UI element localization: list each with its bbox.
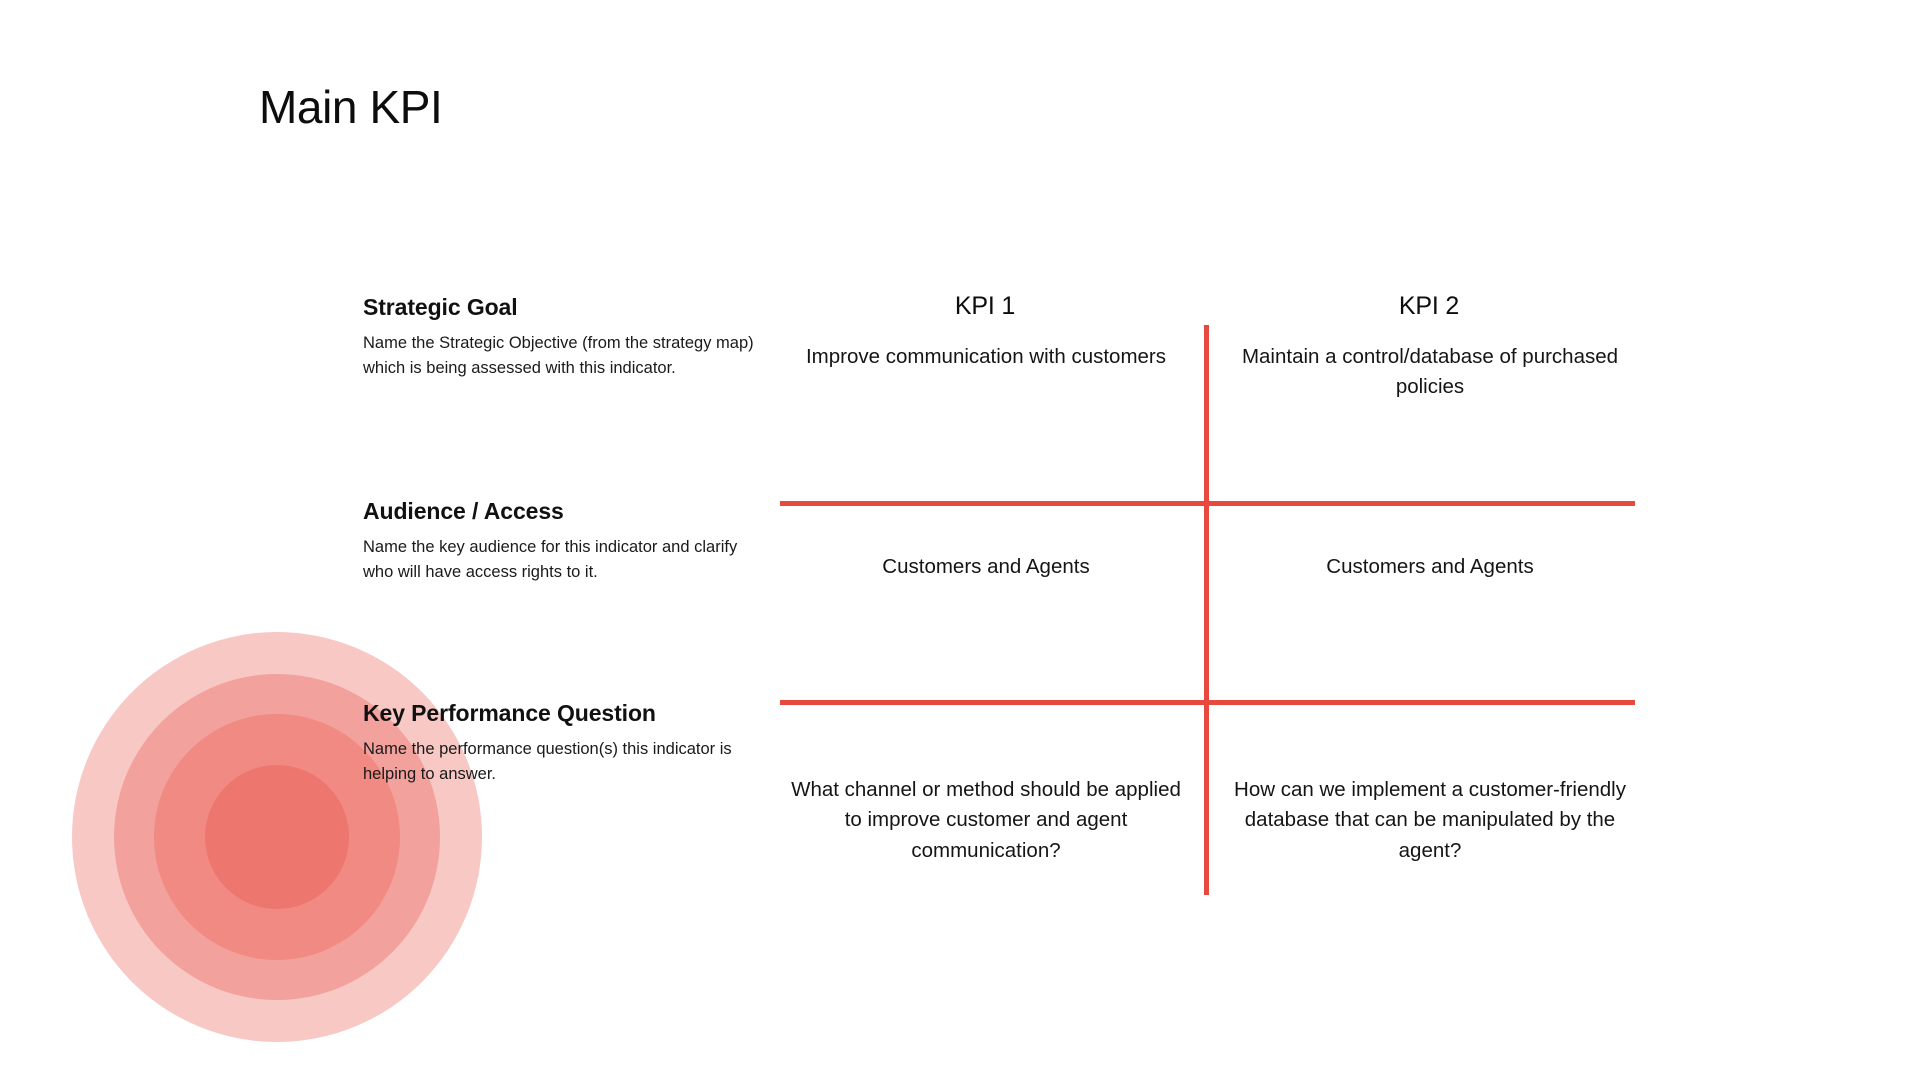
cell-strategic-goal-kpi-1: Improve communication with customers: [805, 345, 1166, 368]
row-label-audience-access: Audience / Access Name the key audience …: [363, 498, 763, 584]
row-label-title: Strategic Goal: [363, 294, 518, 320]
concentric-circles-decoration: [72, 632, 482, 1042]
cell-strategic-goal-kpi-2: Maintain a control/database of purchased…: [1241, 345, 1619, 399]
column-header-kpi-2: KPI 2: [1398, 292, 1460, 320]
column-divider: [1204, 325, 1209, 895]
row-label-description: Name the key audience for this indicator…: [363, 538, 738, 581]
cell-key-performance-question-kpi-1: What channel or method should be applied…: [791, 778, 1181, 862]
row-label-description: Name the performance question(s) this in…: [363, 740, 732, 783]
cell-audience-access-kpi-2: Customers and Agents: [1326, 555, 1534, 578]
row-label-title: Key Performance Question: [363, 700, 656, 726]
page-title: Main KPI: [259, 81, 443, 133]
row-label-title: Audience / Access: [363, 498, 564, 524]
circle-ring-inner: [205, 765, 349, 909]
kpi-matrix: KPI 1 KPI 2 Improve communication with c…: [780, 280, 1635, 900]
row-label-key-performance-question: Key Performance Question Name the perfor…: [363, 700, 763, 786]
row-label-description: Name the Strategic Objective (from the s…: [363, 334, 754, 377]
circle-ring-outer: [72, 632, 482, 1042]
cell-audience-access-kpi-1: Customers and Agents: [882, 555, 1090, 578]
cell-key-performance-question-kpi-2: How can we implement a customer-friendly…: [1234, 778, 1626, 862]
row-label-strategic-goal: Strategic Goal Name the Strategic Object…: [363, 294, 763, 380]
column-header-kpi-1: KPI 1: [954, 292, 1016, 320]
